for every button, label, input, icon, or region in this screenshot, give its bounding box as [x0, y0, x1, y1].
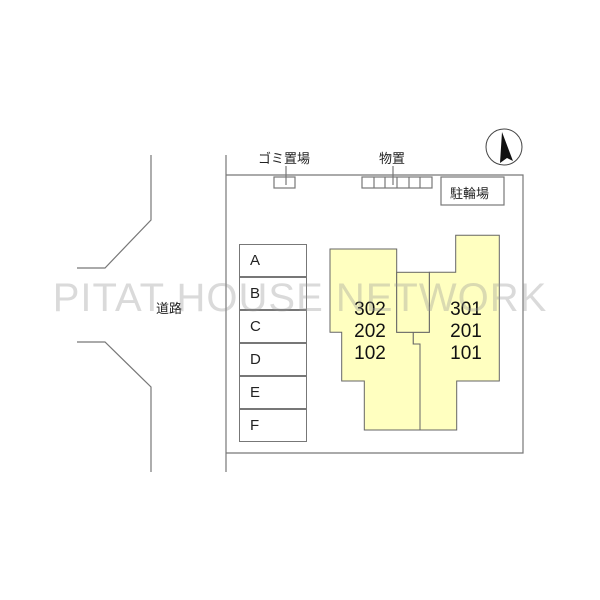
building-right-units: 301 201 101 — [441, 299, 491, 365]
lot-boundary — [226, 174, 524, 454]
unit-number: 301 — [450, 299, 482, 320]
unit-number: 202 — [354, 321, 386, 342]
road-label: 道路 — [156, 302, 183, 317]
road-edge-lower — [77, 341, 152, 472]
garbage-area-label: ゴミ置場 — [258, 152, 311, 167]
unit-number: 101 — [450, 343, 482, 364]
parking-space-b: B — [239, 277, 307, 310]
storage-boxes — [361, 176, 433, 189]
north-arrow-icon — [485, 128, 523, 166]
storage-label: 物置 — [379, 152, 406, 167]
unit-number: 201 — [450, 321, 482, 342]
garbage-area-box — [273, 176, 296, 189]
parking-space-f: F — [239, 409, 307, 442]
bicycle-parking-box — [440, 176, 505, 206]
bicycle-parking-label: 駐輪場 — [450, 187, 490, 202]
parking-space-c: C — [239, 310, 307, 343]
road-edge-upper — [77, 155, 152, 269]
parking-space-a: A — [239, 244, 307, 277]
building-left-units: 302 202 102 — [345, 299, 395, 365]
parking-space-e: E — [239, 376, 307, 409]
building-connector — [396, 271, 430, 333]
parking-space-d: D — [239, 343, 307, 376]
unit-number: 102 — [354, 343, 386, 364]
unit-number: 302 — [354, 299, 386, 320]
